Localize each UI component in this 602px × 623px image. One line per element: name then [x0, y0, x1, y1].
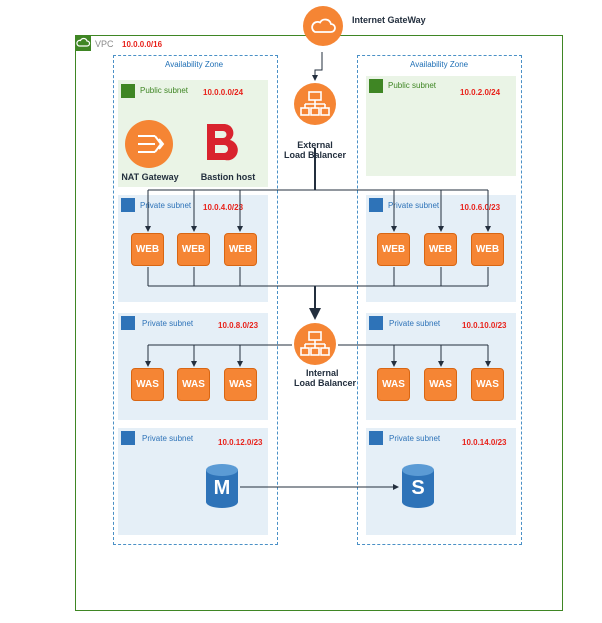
- subnet-right-db-cidr: 10.0.14.0/23: [462, 438, 507, 447]
- internet-gateway-icon: [303, 6, 343, 46]
- was-server-icon: WAS: [224, 368, 257, 401]
- web-server-icon: WEB: [131, 233, 164, 266]
- lock-icon: [369, 79, 383, 93]
- subnet-right-public: [366, 76, 516, 176]
- was-server-icon: WAS: [424, 368, 457, 401]
- bastion-host-icon: [203, 120, 239, 164]
- subnet-right-db: [366, 428, 516, 535]
- was-server-icon: WAS: [471, 368, 504, 401]
- lock-icon: [369, 198, 383, 212]
- internal-load-balancer-line1: Internal: [306, 368, 339, 378]
- subnet-left-public-label: Public subnet: [140, 86, 189, 95]
- subnet-left-web-cidr: 10.0.4.0/23: [203, 203, 244, 212]
- subnet-left-was-label: Private subnet: [142, 319, 194, 328]
- web-server-icon: WEB: [471, 233, 504, 266]
- availability-zone-right: [357, 55, 522, 545]
- database-master-icon: M: [204, 463, 240, 509]
- subnet-right-db-label: Private subnet: [389, 434, 441, 443]
- subnet-left-db: [118, 428, 268, 535]
- subnet-right-public-cidr: 10.0.2.0/24: [460, 88, 501, 97]
- subnet-right-public-label: Public subnet: [388, 81, 437, 90]
- subnet-left-public-cidr: 10.0.0.0/24: [203, 88, 244, 97]
- bastion-host-label: Bastion host: [200, 172, 256, 182]
- nat-gateway-icon: [125, 120, 173, 168]
- internal-load-balancer-line2: Load Balancer: [293, 378, 357, 388]
- availability-zone-left-label: Availability Zone: [165, 60, 224, 69]
- lock-icon: [369, 316, 383, 330]
- subnet-right-web-cidr: 10.0.6.0/23: [460, 203, 501, 212]
- database-slave-icon: S: [400, 463, 436, 509]
- web-server-icon: WEB: [177, 233, 210, 266]
- web-server-icon: WEB: [377, 233, 410, 266]
- subnet-right-was-cidr: 10.0.10.0/23: [462, 321, 507, 330]
- vpc-cidr: 10.0.0.0/16: [122, 40, 163, 49]
- lock-icon: [121, 84, 135, 98]
- lock-icon: [121, 316, 135, 330]
- lock-icon: [121, 431, 135, 445]
- subnet-left-db-label: Private subnet: [142, 434, 194, 443]
- subnet-right-web-label: Private subnet: [388, 201, 440, 210]
- internal-load-balancer-icon: [294, 323, 336, 365]
- database-master-letter: M: [213, 477, 231, 499]
- was-server-icon: WAS: [131, 368, 164, 401]
- was-server-icon: WAS: [377, 368, 410, 401]
- subnet-right-was-label: Private subnet: [389, 319, 441, 328]
- external-load-balancer-line2: Load Balancer: [283, 150, 347, 160]
- nat-gateway-label: NAT Gateway: [121, 172, 179, 182]
- web-server-icon: WEB: [424, 233, 457, 266]
- vpc-label: VPC: [95, 39, 114, 49]
- subnet-left-web-label: Private subnet: [140, 201, 192, 210]
- vpc-cloud-icon: [75, 35, 91, 51]
- lock-icon: [121, 198, 135, 212]
- availability-zone-left: [113, 55, 278, 545]
- database-slave-letter: S: [411, 477, 425, 499]
- web-server-icon: WEB: [224, 233, 257, 266]
- was-server-icon: WAS: [177, 368, 210, 401]
- availability-zone-right-label: Availability Zone: [410, 60, 469, 69]
- subnet-left-db-cidr: 10.0.12.0/23: [218, 438, 263, 447]
- internet-gateway-label: Internet GateWay: [352, 15, 426, 25]
- external-load-balancer-icon: [294, 83, 336, 125]
- subnet-left-was-cidr: 10.0.8.0/23: [218, 321, 259, 330]
- lock-icon: [369, 431, 383, 445]
- external-load-balancer-line1: External: [297, 140, 333, 150]
